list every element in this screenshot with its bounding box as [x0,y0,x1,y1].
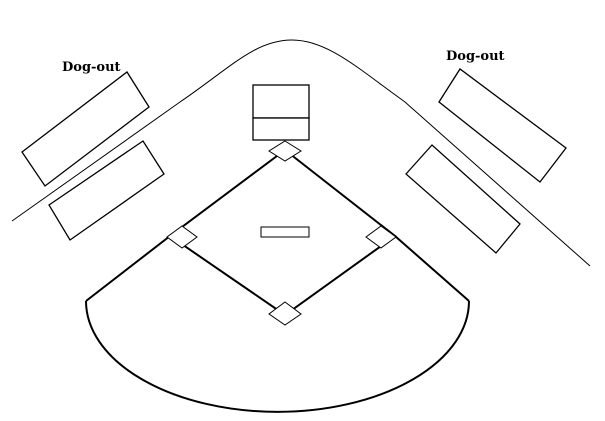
outfield-arc [85,300,470,413]
foul-line-right [394,235,470,302]
stand-right-lower [405,144,521,254]
dugout-left-upper [21,71,150,187]
back-structure-top [252,84,310,119]
base-right [365,225,397,249]
back-structure-bottom [252,117,310,141]
dugout-right-upper [438,68,567,183]
base-top [268,140,302,162]
stadium-boundary-curve [11,39,591,267]
pitchers-plate [260,226,310,238]
dugout-left-label: Dog-out [62,60,121,75]
base-left [166,225,198,249]
stand-left-lower [48,140,165,241]
dugout-right-label: Dog-out [446,49,505,64]
base-bottom [268,301,302,326]
foul-line-left [85,235,171,302]
